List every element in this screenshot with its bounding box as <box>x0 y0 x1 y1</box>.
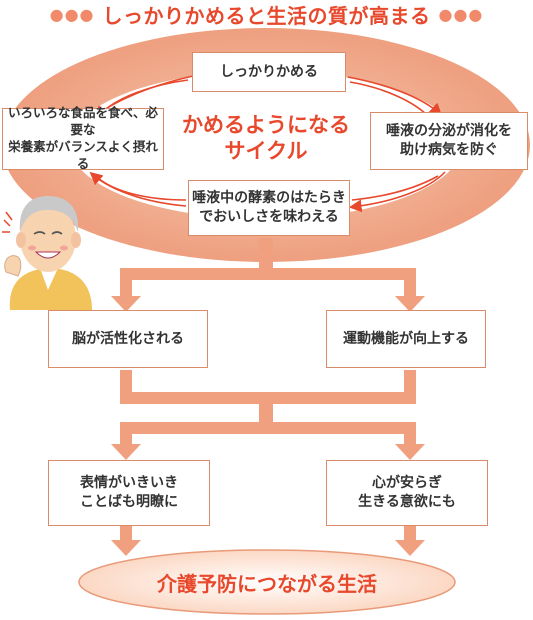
cycle-bottom-line2: でおいしさを味わえる <box>199 209 339 225</box>
title-dots-right: ●●● <box>438 4 484 24</box>
cycle-box-bottom: 唾液中の酵素のはたらき でおいしさを味わえる <box>188 180 350 236</box>
cycle-box-top: しっかりかめる <box>192 52 346 92</box>
middle-right-label: 運動機能が向上する <box>343 330 469 347</box>
lower-left-line2: ことばも明瞭に <box>80 494 178 510</box>
cycle-center-title: かめるようになる サイクル <box>166 112 366 165</box>
flow-connectors <box>111 238 425 556</box>
cycle-center-line1: かめるようになる <box>182 113 350 137</box>
elderly-man-illustration <box>2 196 92 310</box>
lower-box-right: 心が安らぎ 生きる意欲にも <box>326 460 488 526</box>
lower-right-line2: 生きる意欲にも <box>358 494 456 510</box>
cycle-right-line2: 助け病気を防ぐ <box>400 142 498 158</box>
title-text: しっかりかめると生活の質が高まる <box>102 3 431 28</box>
cycle-left-line2: 栄養素がバランスよく摂れる <box>8 139 158 171</box>
final-ellipse <box>78 549 456 615</box>
cycle-ring-inner <box>70 71 462 219</box>
lower-box-left: 表情がいきいき ことばも明瞭に <box>48 460 210 526</box>
final-outcome: 介護予防につながる生活 <box>79 560 455 604</box>
cycle-top-label: しっかりかめる <box>220 63 318 80</box>
lower-right-line1: 心が安らぎ <box>371 475 442 492</box>
lower-left-line1: 表情がいきいき <box>80 475 178 492</box>
page-title: ●●● しっかりかめると生活の質が高まる ●●● <box>0 0 533 28</box>
cycle-box-right: 唾液の分泌が消化を 助け病気を防ぐ <box>370 112 528 170</box>
middle-left-label: 脳が活性化される <box>72 330 184 347</box>
cycle-right-line1: 唾液の分泌が消化を <box>386 123 512 140</box>
final-label: 介護予防につながる生活 <box>157 571 377 596</box>
middle-box-left: 脳が活性化される <box>48 310 208 368</box>
title-dots-left: ●●● <box>49 4 95 24</box>
middle-box-right: 運動機能が向上する <box>326 310 486 368</box>
cycle-bottom-line1: 唾液中の酵素のはたらき <box>192 190 346 207</box>
cycle-center-line2: サイクル <box>224 139 308 164</box>
cycle-box-left: いろいろな食品を食べ、必要な 栄養素がバランスよく摂れる <box>2 105 164 171</box>
cycle-left-line1: いろいろな食品を食べ、必要な <box>7 105 158 138</box>
